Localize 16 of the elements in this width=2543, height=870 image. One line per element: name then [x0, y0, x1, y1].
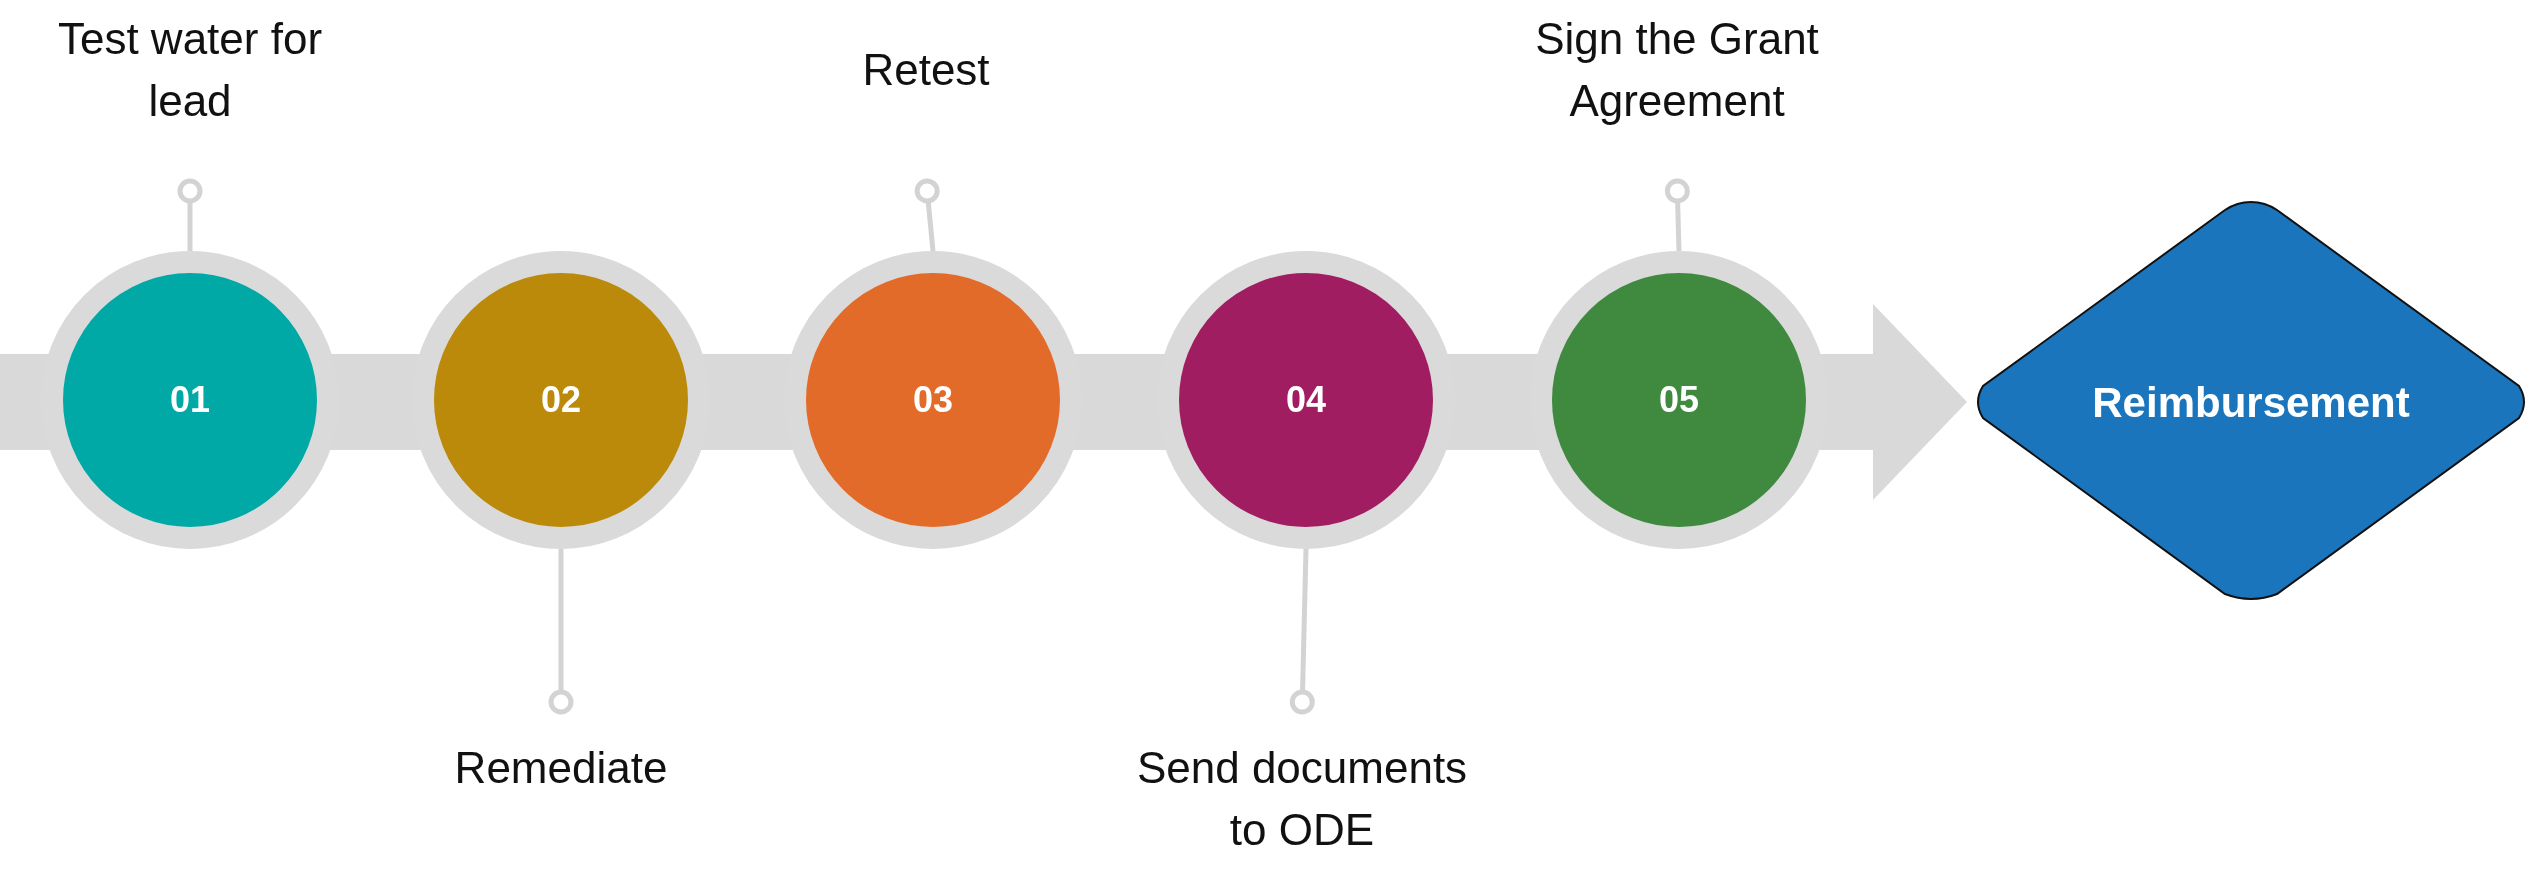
- step-number: 05: [1658, 378, 1699, 422]
- step-label: Test water for lead: [56, 13, 324, 127]
- leader-line: [548, 549, 574, 715]
- step-label: Sign the Grant Agreement: [1534, 13, 1820, 127]
- leader-line: [177, 178, 203, 251]
- step-number: 01: [169, 378, 210, 422]
- leader-line: [1289, 548, 1315, 715]
- step-number: 04: [1285, 378, 1326, 422]
- leader-line: [914, 178, 940, 252]
- step-label: Remediate: [454, 742, 668, 794]
- step-label: Send documents to ODE: [1135, 742, 1469, 856]
- leader-line: [1664, 178, 1690, 252]
- step-number: 02: [540, 378, 581, 422]
- step-label: Retest: [862, 44, 990, 96]
- step-number: 03: [912, 378, 953, 422]
- decision-label: Reimbursement: [2092, 377, 2410, 428]
